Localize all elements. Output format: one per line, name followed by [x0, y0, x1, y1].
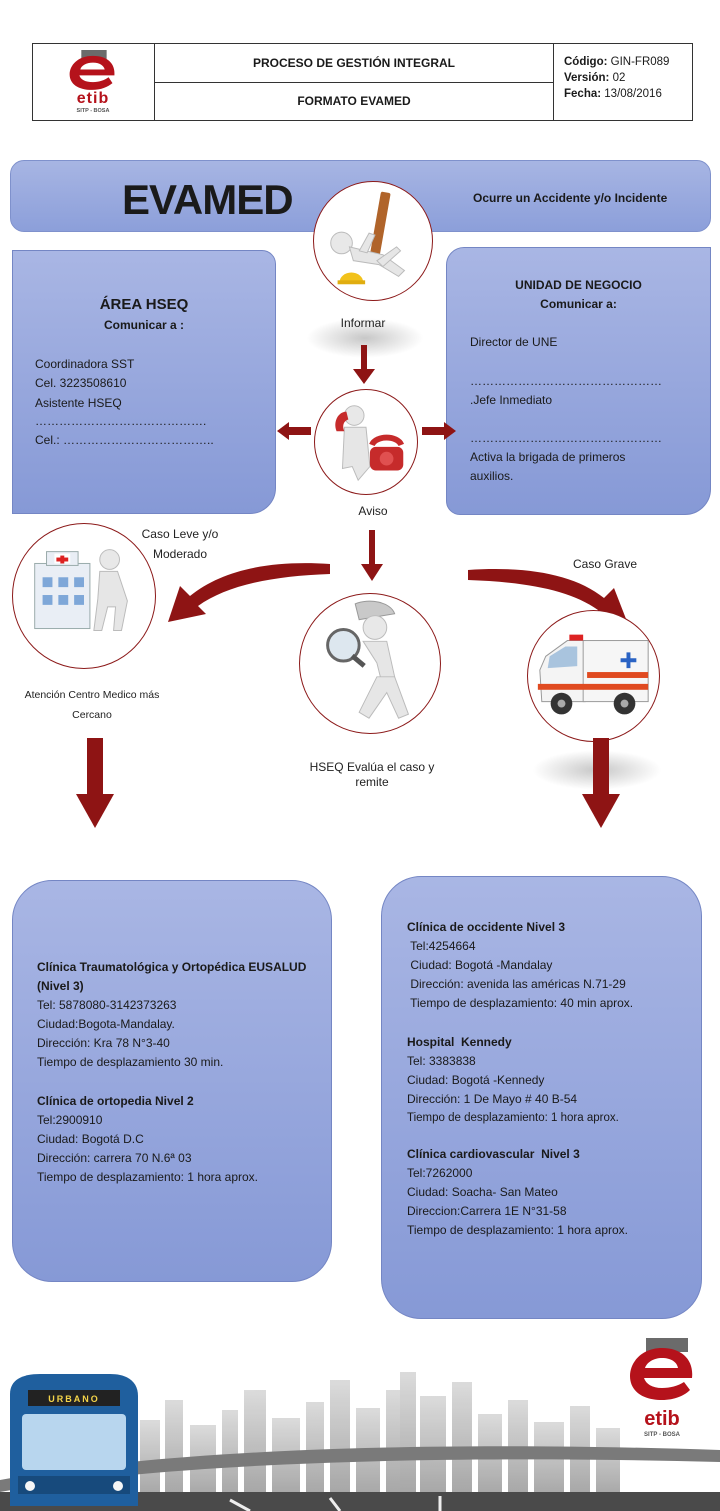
clinic-cardiovascular-line: Ciudad: Soacha- San Mateo [407, 1185, 558, 1199]
arrow-aviso-to-hseq [277, 422, 311, 440]
une-line-1: Director de UNE [470, 335, 558, 349]
hseq-line-1: Coordinadora SST [35, 357, 135, 371]
header-metadata: Código: GIN-FR089 Versión: 02 Fecha: 13/… [554, 44, 692, 120]
hseq-subtitle: Comunicar a : [103, 318, 184, 332]
hospital-kennedy-line: Ciudad: Bogotá -Kennedy [407, 1073, 545, 1087]
accident-illustration [313, 181, 433, 301]
clinic-ortopedia-line: Tel:2900910 [37, 1113, 103, 1127]
hospital-illustration [12, 523, 156, 669]
label-caso-leve-2: Moderado [152, 547, 208, 561]
arrow-aviso-to-evaluation [361, 530, 383, 581]
hseq-line-2: Cel. 3223508610 [35, 376, 127, 390]
hospital-kennedy-line: Dirección: 1 De Mayo # 40 B-54 [407, 1092, 578, 1106]
hseq-title: ÁREA HSEQ [99, 296, 189, 313]
date-value: 13/08/2016 [604, 88, 662, 100]
date-row: Fecha: 13/08/2016 [564, 88, 662, 100]
une-line-3: .Jefe Inmediato [470, 393, 553, 407]
une-line-6: auxilios. [470, 469, 514, 483]
hospital-icon [34, 549, 128, 632]
clinic-cardiovascular-name: Clínica cardiovascular Nivel 3 [407, 1147, 580, 1161]
header-logo-cell: etib SITP - BOSA [33, 44, 155, 120]
bus-icon [10, 1374, 138, 1506]
version-value: 02 [612, 72, 626, 84]
logo-word: etib [76, 90, 110, 107]
clinic-eusalud-line: Dirección: Kra 78 N°3-40 [37, 1036, 170, 1050]
label-informar: Informar [340, 316, 386, 330]
arrow-grave-to-clinics [582, 738, 620, 828]
clinic-ortopedia-name: Clínica de ortopedia Nivel 2 [37, 1094, 194, 1108]
clinics-leve-box [12, 880, 332, 1282]
une-line-5: Activa la brigada de primeros [470, 450, 626, 464]
clinic-eusalud-line: Ciudad:Bogota-Mandalay. [37, 1017, 175, 1031]
banner-title: EVAMED [122, 176, 294, 223]
footer-logo-word: etib [644, 1408, 680, 1430]
curved-arrow-leve [168, 563, 330, 622]
clinic-occidente-line: Tel:4254664 [407, 939, 476, 953]
clinic-occidente-line: Ciudad: Bogotá -Mandalay [407, 958, 553, 972]
magnifier-detective-icon [326, 600, 410, 719]
label-aviso: Aviso [358, 504, 388, 518]
clinic-cardiovascular-line: Tel:7262000 [407, 1166, 473, 1180]
city-skyline-footer: URBANO etib SITP - BOSA [0, 1338, 720, 1511]
clinic-eusalud-line: Tiempo de desplazamiento 30 min. [37, 1055, 224, 1069]
code-value: GIN-FR089 [610, 56, 670, 68]
bus-sign-text: URBANO [48, 1394, 100, 1404]
hospital-kennedy-line: Tiempo de desplazamiento: 1 hora aprox. [407, 1112, 619, 1124]
hseq-line-4: ……………………………………. [35, 414, 207, 428]
clinic-occidente-line: Tiempo de desplazamiento: 40 min aprox. [407, 996, 634, 1010]
label-evalua-2: remite [355, 775, 389, 789]
une-line-2: ………………………………………… [470, 374, 662, 388]
format-title: FORMATO EVAMED [297, 94, 411, 109]
label-evalua-1: HSEQ Evalúa el caso y [309, 760, 435, 774]
ambulance-icon [537, 634, 649, 715]
phone-call-icon [335, 405, 405, 482]
une-line-4: ………………………………………… [470, 431, 662, 445]
hseq-line-3: Asistente HSEQ [35, 396, 122, 410]
label-caso-leve-1: Caso Leve y/o [141, 527, 219, 541]
clinic-cardiovascular-line: Direccion:Carrera 1E N°31-58 [407, 1204, 567, 1218]
clinics-grave-box [381, 876, 702, 1319]
logo-subtitle: SITP - BOSA [76, 108, 110, 114]
code-row: Código: GIN-FR089 [564, 56, 670, 68]
clinic-cardiovascular-line: Tiempo de desplazamiento: 1 hora aprox. [407, 1223, 629, 1237]
hospital-kennedy-name: Hospital Kennedy [407, 1035, 512, 1049]
clinic-ortopedia-line: Ciudad: Bogotá D.C [37, 1132, 144, 1146]
footer-logo-subtitle: SITP - BOSA [644, 1432, 681, 1438]
clinic-eusalud-name: Clínica Traumatológica y Ortopédica EUSA… [37, 960, 307, 993]
arrow-leve-to-clinics [76, 738, 114, 828]
hseq-line-5: Cel.: ……………………………….. [35, 433, 214, 447]
unidad-negocio-box [446, 247, 711, 515]
hospital-kennedy-line: Tel: 3383838 [407, 1054, 476, 1068]
footer-logo-e-icon [630, 1338, 693, 1400]
clinic-ortopedia-line: Dirección: carrera 70 N.6ª 03 [37, 1151, 192, 1165]
une-title: UNIDAD DE NEGOCIO [515, 278, 642, 292]
banner-subtitle: Ocurre un Accidente y/o Incidente [473, 191, 668, 205]
document-header: etib SITP - BOSA PROCESO DE GESTIÓN INTE… [32, 43, 693, 121]
une-subtitle: Comunicar a: [540, 297, 617, 311]
clinic-occidente-name: Clínica de occidente Nivel 3 [407, 920, 566, 934]
area-hseq-box [12, 250, 276, 514]
etib-logo: etib SITP - BOSA [63, 50, 123, 116]
arrow-aviso-to-une [422, 422, 456, 440]
label-atencion-2: Cercano [72, 709, 112, 721]
investigator-illustration [299, 593, 441, 734]
logo-e-icon [69, 50, 115, 90]
label-atencion-1: Atención Centro Medico más [24, 689, 160, 701]
label-caso-grave: Caso Grave [572, 557, 638, 571]
process-title: PROCESO DE GESTIÓN INTEGRAL [155, 44, 553, 83]
clinic-occidente-line: Dirección: avenida las américas N.71-29 [407, 977, 626, 991]
phone-call-illustration [314, 389, 418, 495]
clinic-eusalud-line: Tel: 5878080-3142373263 [37, 998, 177, 1012]
arrow-informar-to-aviso [353, 345, 375, 384]
version-row: Versión: 02 [564, 72, 626, 84]
header-titles: PROCESO DE GESTIÓN INTEGRAL FORMATO EVAM… [155, 44, 554, 120]
clinic-ortopedia-line: Tiempo de desplazamiento: 1 hora aprox. [37, 1170, 259, 1184]
ambulance-illustration [527, 610, 660, 742]
falling-person-icon [330, 191, 406, 285]
